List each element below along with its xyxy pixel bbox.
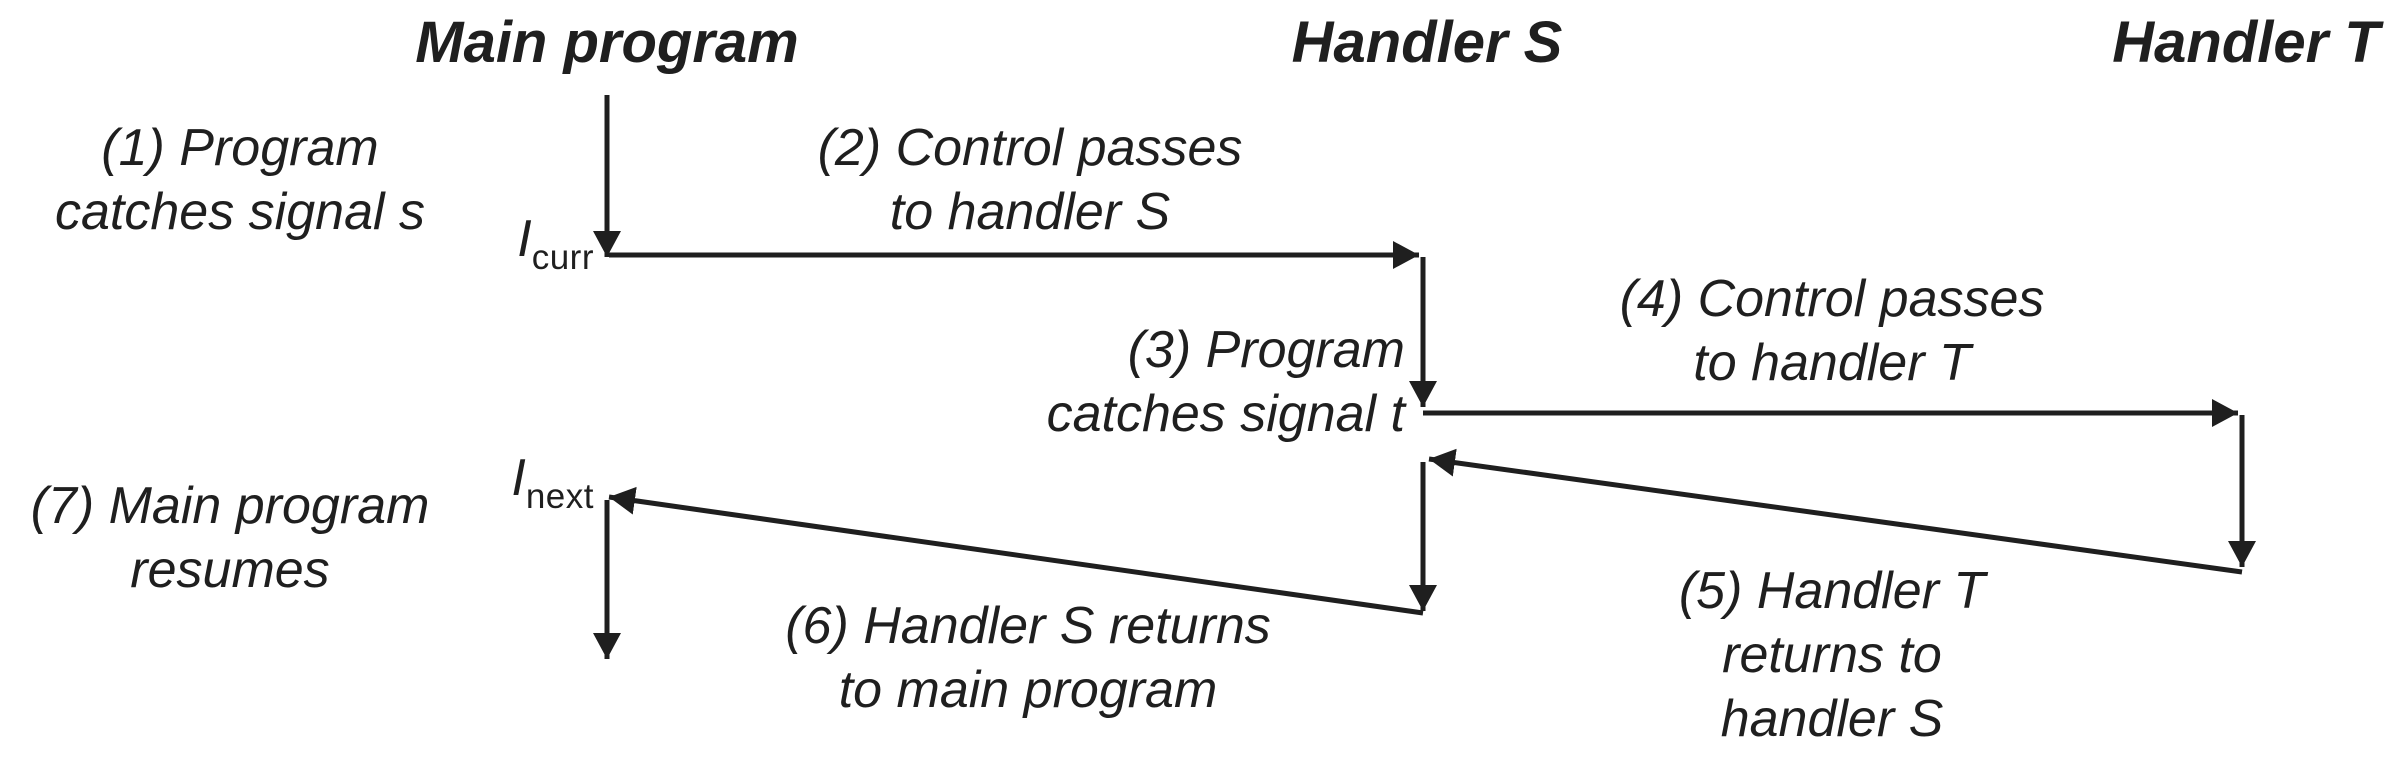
step-label-1-line-1: (1) Program — [101, 119, 379, 177]
column-header-handler-t: Handler T — [2112, 10, 2380, 75]
step-label-4: (4) Control passes to handler T — [1620, 267, 2045, 395]
step-label-5: (5) Handler T returns to handler S — [1679, 559, 1985, 751]
step-label-3-line-1: (3) Program — [1127, 321, 1405, 379]
step-label-4-line-1: (4) Control passes — [1619, 270, 2045, 328]
step-label-3-line-2: catches signal t — [1046, 385, 1405, 443]
step-label-2-line-2: to handler S — [889, 183, 1171, 241]
instruction-label-next-base: I — [511, 449, 526, 507]
instruction-label-next-sub: next — [525, 477, 594, 516]
step-label-6-line-1: (6) Handler S returns — [785, 597, 1271, 655]
instruction-label-curr-base: I — [517, 210, 532, 268]
arrow-handler-t-returns-icon — [1428, 448, 2243, 575]
step-label-5-line-1: (5) Handler T — [1678, 562, 1986, 620]
step-label-3: (3) Program catches signal t — [1047, 318, 1405, 446]
instruction-label-next: Inext — [511, 452, 594, 514]
instruction-label-curr-sub: curr — [531, 238, 594, 277]
column-header-main-program: Main program — [415, 10, 799, 75]
step-label-2-line-1: (2) Control passes — [817, 119, 1243, 177]
step-label-5-line-2: returns to — [1722, 626, 1942, 684]
step-label-7-line-1: (7) Main program — [30, 477, 430, 535]
step-label-4-line-2: to handler T — [1693, 334, 1971, 392]
step-label-7: (7) Main program resumes — [31, 474, 430, 602]
instruction-label-curr: Icurr — [517, 213, 594, 275]
step-label-6: (6) Handler S returns to main program — [785, 594, 1271, 722]
column-header-handler-s: Handler S — [1291, 10, 1563, 75]
step-label-2: (2) Control passes to handler S — [818, 116, 1243, 244]
step-label-5-line-3: handler S — [1720, 690, 1944, 748]
step-label-1-line-2: catches signal s — [55, 183, 425, 241]
step-label-7-line-2: resumes — [130, 541, 330, 599]
step-label-1: (1) Program catches signal s — [55, 116, 425, 244]
step-label-6-line-2: to main program — [838, 661, 1218, 719]
arrow-handler-s-returns-icon — [608, 486, 1424, 616]
